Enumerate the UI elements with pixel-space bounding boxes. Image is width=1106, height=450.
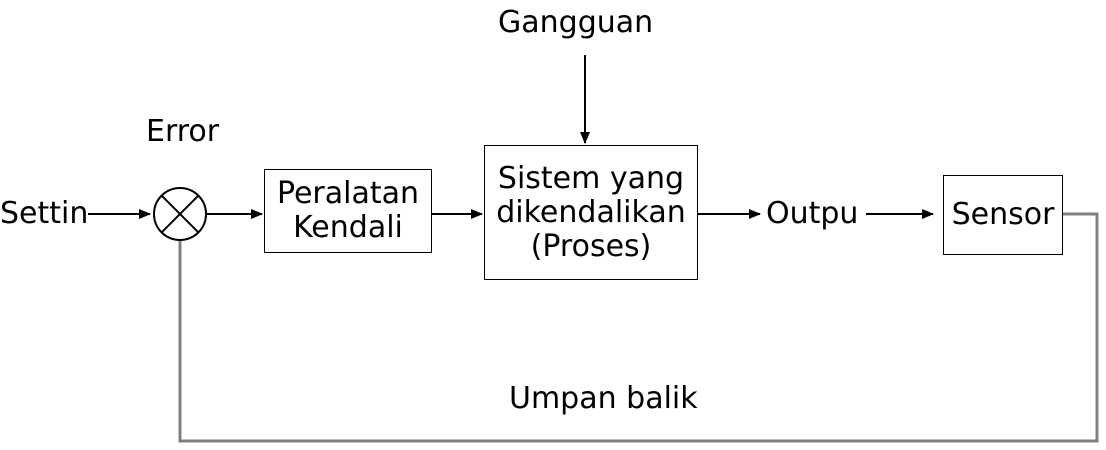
output-label: Outpu [766, 196, 859, 231]
sensor-block: Sensor [943, 175, 1063, 255]
error-label: Error [146, 114, 220, 149]
feedback-path [178, 212, 1099, 443]
feedback-label: Umpan balik [509, 381, 698, 416]
controller-label-line1: Peralatan [276, 176, 420, 211]
process-label-line1: Sistem yang [497, 160, 685, 196]
controller-block: Peralatan Kendali [264, 169, 432, 253]
process-label-line2: dikendalikan [496, 194, 686, 230]
controller-label-line2: Kendali [293, 210, 403, 245]
setpoint-label: Settin [0, 196, 89, 231]
sensor-label: Sensor [951, 197, 1055, 232]
process-label-line3: (Proses) [530, 228, 652, 264]
process-block: Sistem yang dikendalikan (Proses) [484, 145, 698, 280]
summing-junction [153, 187, 207, 241]
disturbance-label: Gangguan [498, 5, 654, 40]
